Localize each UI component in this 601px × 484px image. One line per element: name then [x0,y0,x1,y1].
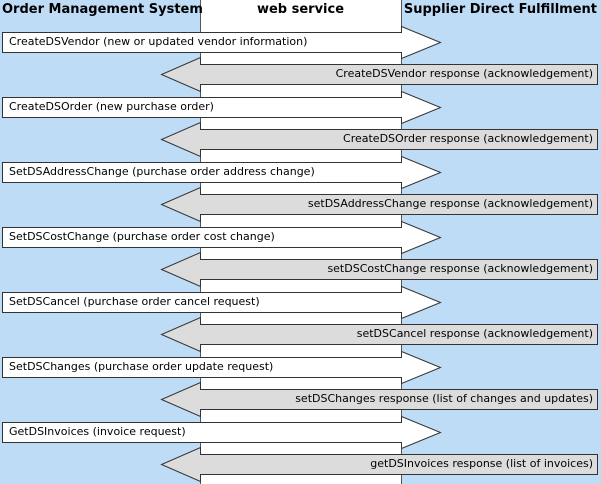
web-service-title: web service [256,2,345,17]
request-arrow [2,415,442,450]
request-arrow [2,25,442,60]
response-label: CreateDSVendor response (acknowledgement… [335,67,593,80]
request-label: SetDSCostChange (purchase order cost cha… [9,230,275,243]
response-label: setDSCostChange response (acknowledgemen… [327,262,593,275]
response-arrow [160,121,598,158]
request-arrow [2,350,442,385]
response-arrow [160,316,598,353]
request-label: CreateDSVendor (new or updated vendor in… [9,35,308,48]
response-arrow [160,186,598,223]
response-arrow [160,56,598,93]
response-label: CreateDSOrder response (acknowledgement) [343,132,593,145]
response-arrow [160,251,598,288]
request-arrow [2,90,442,125]
sdf-lane-title: Supplier Direct Fulfillment [403,2,597,17]
response-label: setDSAddressChange response (acknowledge… [307,197,593,210]
request-label: CreateDSOrder (new purchase order) [9,100,214,113]
oms-lane-title: Order Management System [2,2,203,17]
response-arrow [160,446,598,483]
response-label: setDSCancel response (acknowledgement) [356,327,593,340]
response-label: setDSChanges response (list of changes a… [295,392,593,405]
request-arrow [2,220,442,255]
request-arrow [2,285,442,320]
request-label: GetDSInvoices (invoice request) [9,425,186,438]
request-label: SetDSAddressChange (purchase order addre… [9,165,315,178]
request-label: SetDSChanges (purchase order update requ… [9,360,274,373]
request-arrow [2,155,442,190]
response-label: getDSInvoices response (list of invoices… [370,457,593,470]
response-arrow [160,381,598,418]
request-label: SetDSCancel (purchase order cancel reque… [9,295,260,308]
